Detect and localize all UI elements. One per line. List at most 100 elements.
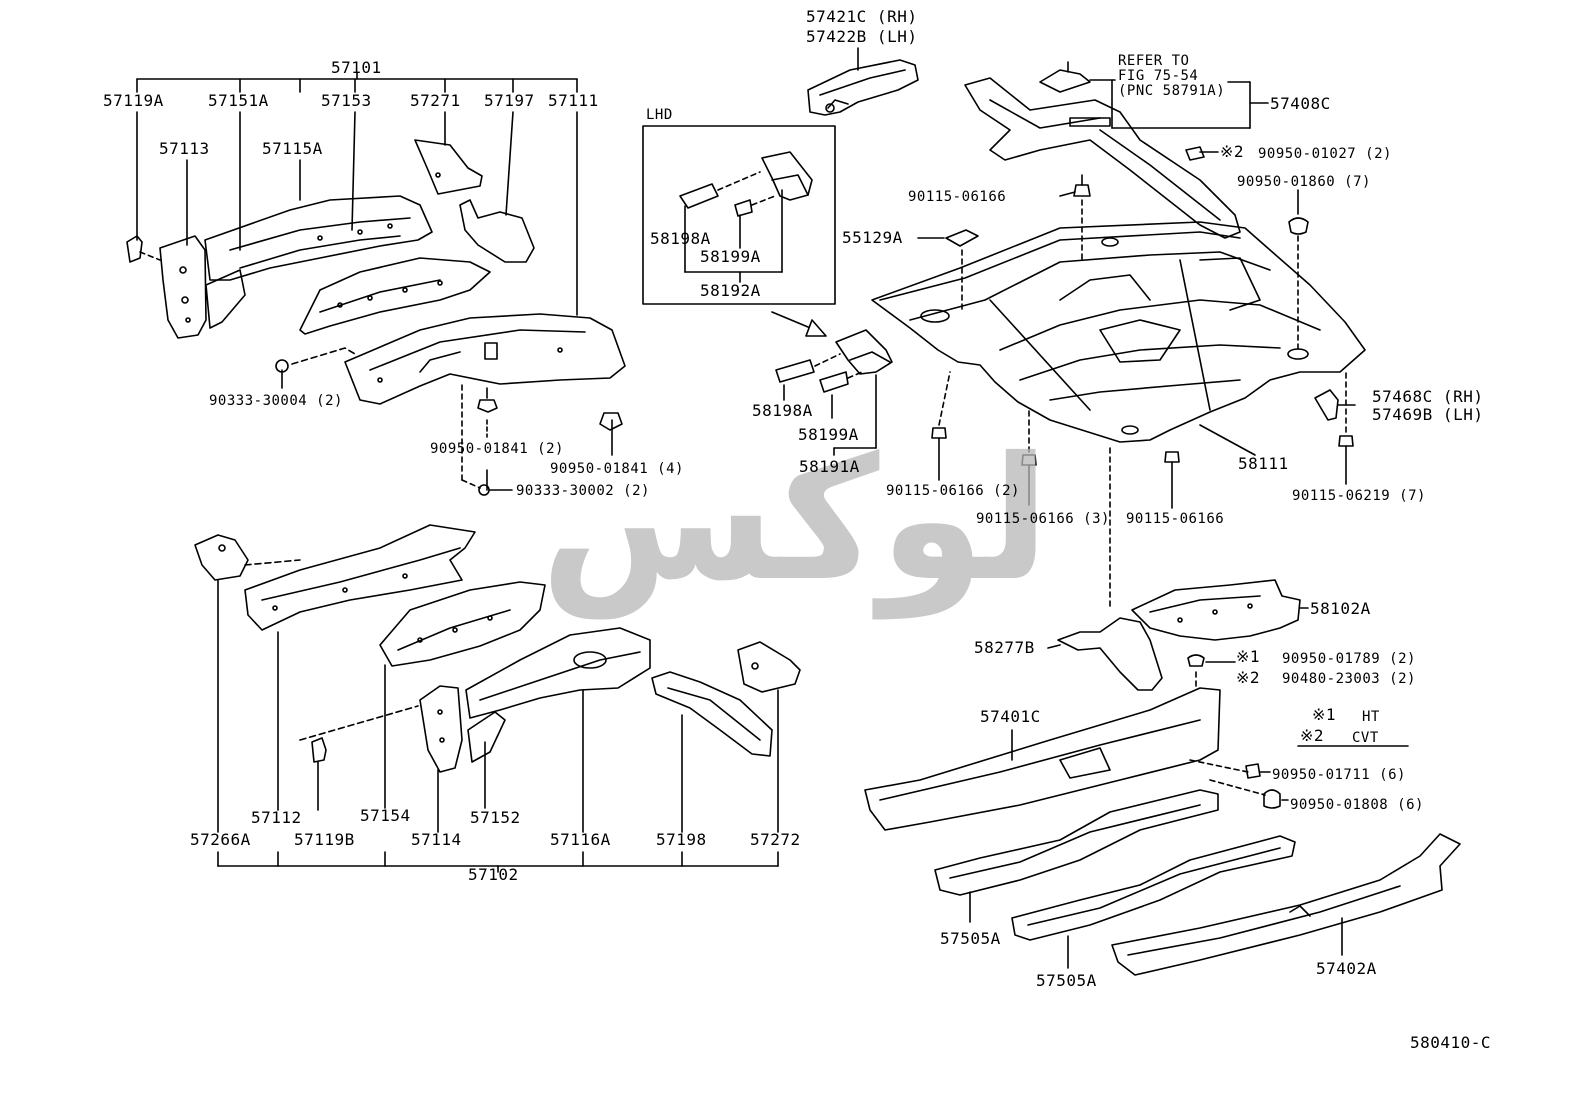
label-90115-06219: 90115-06219 (7): [1292, 488, 1426, 504]
label-90950-01841-4: 90950-01841 (4): [550, 461, 684, 477]
legend-text-1: HT: [1362, 709, 1380, 725]
label-90333-30004: 90333-30004 (2): [209, 393, 343, 409]
part-57115A: [204, 195, 433, 281]
legend-mark-2-a: ※2: [1220, 142, 1245, 161]
label-57151A: 57151A: [208, 91, 269, 110]
part-90950-01711-clip: [1245, 763, 1261, 779]
label-57115A: 57115A: [262, 139, 323, 158]
label-57422B: 57422B (LH): [806, 27, 918, 46]
label-57402A: 57402A: [1316, 959, 1377, 978]
label-90115-06166-3: 90115-06166 (3): [976, 511, 1110, 527]
part-90115-06166-bolt-top: [1073, 184, 1091, 197]
refer-line-3: (PNC 58791A): [1118, 83, 1226, 99]
label-58198A: 58198A: [752, 401, 813, 420]
label-57271: 57271: [410, 91, 461, 110]
label-57505A-2: 57505A: [1036, 971, 1097, 990]
part-58111-floor-pan: [871, 221, 1366, 611]
label-57111: 57111: [548, 91, 599, 110]
part-57116A: [465, 627, 651, 719]
part-57402A: [1111, 833, 1461, 976]
lhd-box-title: LHD: [646, 107, 673, 123]
label-58199A: 58199A: [798, 425, 859, 444]
label-90115-06166-2: 90115-06166 (2): [886, 483, 1020, 499]
part-57152: [467, 711, 506, 763]
label-90480-23003: 90480-23003 (2): [1282, 671, 1416, 687]
label-57116A: 57116A: [550, 830, 611, 849]
label-90950-01860: 90950-01860 (7): [1237, 174, 1371, 190]
part-57112: [244, 524, 476, 631]
label-57505A-1: 57505A: [940, 929, 1001, 948]
label-57469B: 57469B (LH): [1372, 405, 1484, 424]
label-58198A-lhd: 58198A: [650, 229, 711, 248]
part-57151A: [205, 269, 246, 329]
part-57119A-clip: [126, 235, 143, 263]
label-57198: 57198: [656, 830, 707, 849]
label-57272: 57272: [750, 830, 801, 849]
part-57272: [737, 641, 801, 693]
part-57197: [459, 199, 535, 263]
part-57401C: [864, 687, 1221, 831]
label-57119A: 57119A: [103, 91, 164, 110]
part-57505A-1: [934, 789, 1219, 896]
part-90950-01027-plug: [1185, 146, 1205, 161]
label-58199A-lhd: 58199A: [700, 247, 761, 266]
leaders-lower-left: [217, 579, 779, 833]
part-90950-01808-clip: [1263, 789, 1281, 809]
watermark: لوکس: [540, 421, 1050, 619]
label-57102: 57102: [468, 865, 519, 884]
bracket-57101: [136, 71, 578, 93]
label-90115-06166-top: 90115-06166: [908, 189, 1007, 205]
legend-mark-2: ※2: [1300, 726, 1325, 745]
part-58277B: [1057, 617, 1163, 691]
diagram-id: 580410-C: [1410, 1033, 1492, 1052]
leaders-upper-left: [136, 111, 613, 491]
part-57468C: [1314, 389, 1339, 421]
label-58111: 58111: [1238, 454, 1289, 473]
legend-text-2: CVT: [1352, 730, 1379, 746]
legend-mark-1: ※1: [1312, 705, 1337, 724]
refer-line-2: FIG 75-54: [1118, 68, 1199, 84]
bracket-57408C: [1111, 79, 1269, 129]
part-57111: [344, 313, 626, 405]
lhd-box: [642, 125, 836, 305]
legend-mark-1-a: ※1: [1236, 647, 1261, 666]
label-58277B: 58277B: [974, 638, 1035, 657]
label-57408C: 57408C: [1270, 94, 1331, 113]
lhd-box-parts: [679, 151, 813, 283]
part-57421C: [807, 47, 919, 116]
label-90115-06166-b: 90115-06166: [1126, 511, 1225, 527]
label-57112: 57112: [251, 808, 302, 827]
part-90333-30004-plug: [275, 359, 289, 373]
part-57198: [651, 671, 773, 757]
label-57152: 57152: [470, 808, 521, 827]
part-57266A: [194, 534, 249, 581]
part-55129A: [945, 229, 979, 247]
label-55129A: 55129A: [842, 228, 903, 247]
part-57154: [379, 581, 546, 667]
part-57114: [419, 685, 463, 773]
part-57113: [159, 235, 207, 339]
label-58192A: 58192A: [700, 281, 761, 300]
part-90950-01860-plug: [1288, 217, 1309, 235]
label-90333-30002: 90333-30002 (2): [516, 483, 650, 499]
label-57114: 57114: [411, 830, 462, 849]
legend-mark-2-b: ※2: [1236, 668, 1261, 687]
label-57266A: 57266A: [190, 830, 251, 849]
label-57101: 57101: [331, 58, 382, 77]
floor-bolts: [931, 371, 1354, 509]
label-57153: 57153: [321, 91, 372, 110]
bracket-57102: [217, 851, 779, 873]
label-57197: 57197: [484, 91, 535, 110]
label-90950-01789: 90950-01789 (2): [1282, 651, 1416, 667]
label-90950-01027: 90950-01027 (2): [1258, 146, 1392, 162]
label-90950-01711: 90950-01711 (6): [1272, 767, 1406, 783]
part-90333-30002-plug: [478, 484, 490, 496]
label-57468C: 57468C (RH): [1372, 387, 1484, 406]
lhd-arrow: [771, 311, 827, 337]
part-57505A-2: [1011, 835, 1296, 941]
label-57421C: 57421C (RH): [806, 7, 918, 26]
label-57154: 57154: [360, 806, 411, 825]
part-57153: [299, 257, 491, 335]
label-57113: 57113: [159, 139, 210, 158]
